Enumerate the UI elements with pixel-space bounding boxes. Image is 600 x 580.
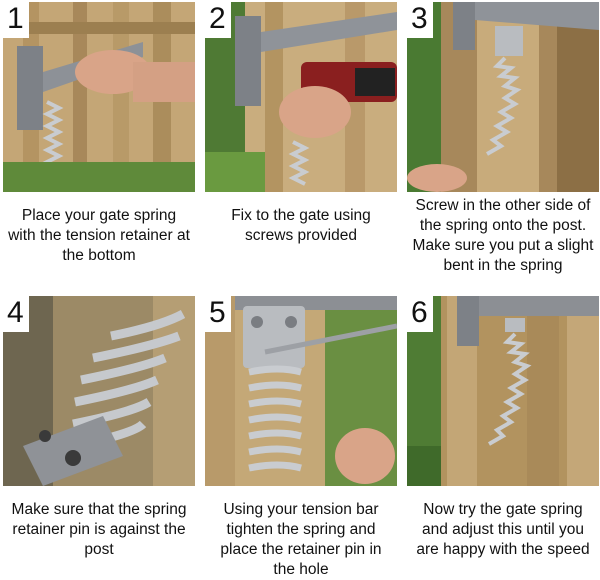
step-1: 1 Place your gate spring with the tensio… — [3, 2, 195, 266]
step-1-photo: 1 — [3, 2, 195, 192]
step-4-photo: 4 — [3, 296, 195, 486]
step-6: 6 Now try the gate spring and adjust thi… — [407, 296, 599, 560]
step-6-photo: 6 — [407, 296, 599, 486]
step-number: 6 — [407, 296, 433, 332]
step-caption: Screw in the other side of the spring on… — [412, 197, 594, 274]
step-number: 4 — [3, 296, 29, 332]
step-caption: Now try the gate spring and adjust this … — [416, 501, 590, 558]
step-5: 5 Using your tension bar tighten the spr… — [205, 296, 397, 580]
step-caption: Make sure that the spring retainer pin i… — [11, 501, 187, 558]
step-number: 3 — [407, 2, 433, 38]
step-2: 2 Fix to the gate using screws provided — [205, 2, 397, 246]
step-3-photo: 3 — [407, 2, 599, 192]
step-5-photo: 5 — [205, 296, 397, 486]
step-caption: Using your tension bar tighten the sprin… — [220, 501, 382, 578]
step-caption: Fix to the gate using screws provided — [231, 207, 371, 244]
step-3: 3 Screw in the other side of the spring … — [407, 2, 599, 276]
step-2-photo: 2 — [205, 2, 397, 192]
step-4: 4 Make sure that the spring retainer pin… — [3, 296, 195, 560]
step-number: 2 — [205, 2, 231, 38]
step-number: 1 — [3, 2, 29, 38]
step-caption: Place your gate spring with the tension … — [8, 207, 190, 264]
step-number: 5 — [205, 296, 231, 332]
